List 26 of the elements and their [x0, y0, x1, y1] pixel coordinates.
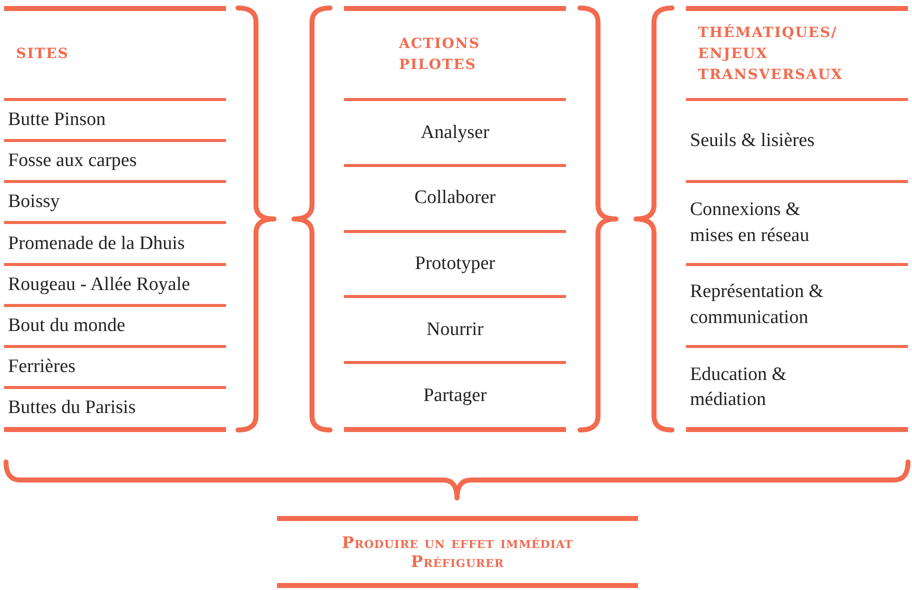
column-panel	[686, 6, 908, 432]
outcome-text: Produire un effet immédiat	[342, 532, 574, 552]
row-label: Partager	[423, 384, 487, 408]
column-panel	[344, 6, 566, 432]
row-label: Analyser	[420, 120, 490, 145]
column-heading: SITES	[16, 45, 70, 64]
row-label: Ferrières	[8, 354, 76, 379]
row-label: Rougeau - Allée Royale	[8, 272, 190, 297]
outcome-text: Préfigurer	[410, 552, 504, 572]
outcome-box	[277, 516, 638, 588]
column-heading: ACTIONS PILOTES	[399, 34, 482, 74]
row-label: Boissy	[8, 190, 60, 214]
row-label: Education & médiation	[690, 362, 788, 412]
row-label: Butte Pinson	[8, 108, 106, 132]
column-heading: THÉMATIQUES/ ENJEUX TRANSVERSAUX	[698, 23, 844, 85]
row-label: Prototyper	[414, 252, 496, 276]
row-label: Promenade de la Dhuis	[8, 232, 185, 256]
row-label: Représentation & communication	[690, 280, 824, 330]
row-label: Collaborer	[414, 186, 496, 210]
row-label: Fosse aux carpes	[8, 149, 137, 174]
row-label: Bout du monde	[8, 314, 126, 338]
row-label: Seuils & lisières	[690, 128, 815, 153]
row-label: Buttes du Parisis	[8, 396, 136, 420]
row-label: Nourrir	[426, 318, 484, 342]
column-panel	[4, 6, 226, 432]
row-label: Connexions & mises en réseau	[690, 198, 810, 248]
